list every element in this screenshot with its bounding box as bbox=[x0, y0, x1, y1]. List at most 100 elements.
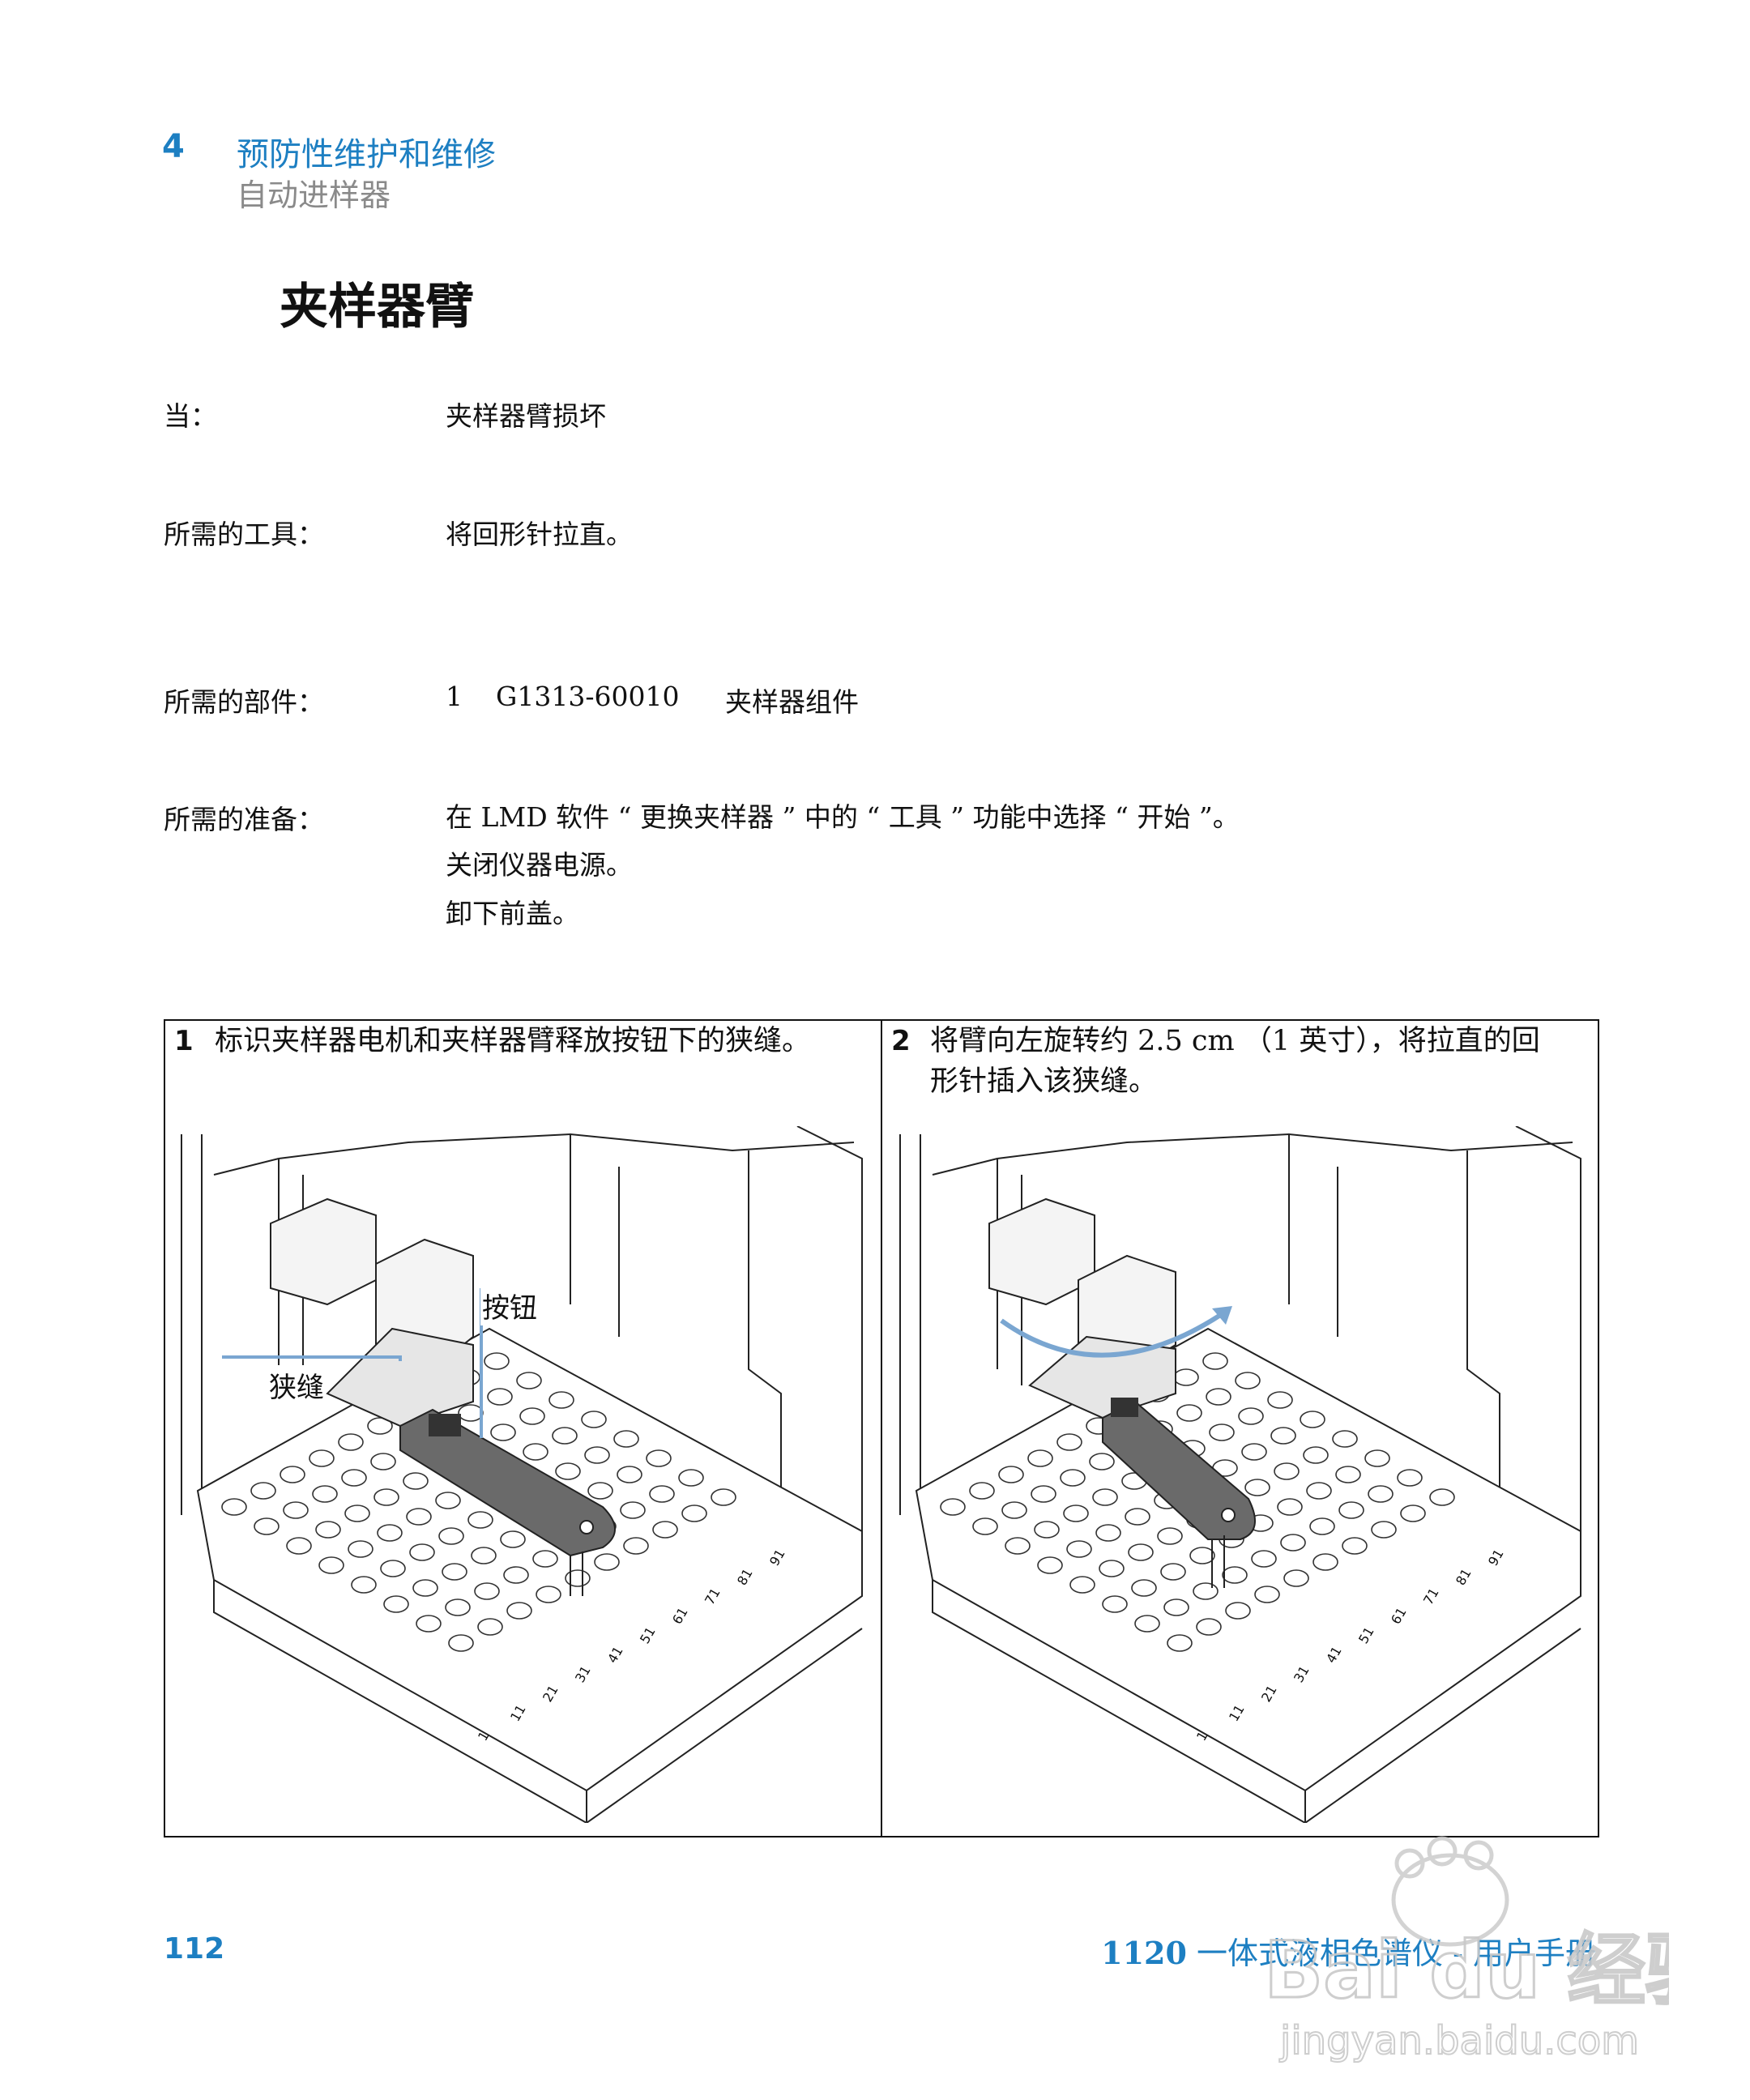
tray-well bbox=[1066, 1540, 1092, 1558]
tray-well bbox=[309, 1449, 335, 1467]
tray-well bbox=[1189, 1547, 1215, 1564]
tools-label: 所需的工具： bbox=[164, 519, 324, 550]
tray-well bbox=[536, 1586, 561, 1603]
tray-well bbox=[348, 1540, 373, 1558]
tray-well bbox=[1274, 1462, 1300, 1480]
tray-well bbox=[1095, 1524, 1121, 1542]
tools-value: 将回形针拉直。 bbox=[446, 519, 633, 550]
tray-well bbox=[380, 1560, 406, 1577]
tray-well bbox=[649, 1485, 675, 1503]
tray-well bbox=[1332, 1430, 1358, 1448]
tray-well bbox=[1312, 1553, 1338, 1571]
tray-well bbox=[467, 1511, 493, 1529]
tray-well bbox=[1193, 1582, 1219, 1600]
tray-well bbox=[1063, 1505, 1089, 1522]
step-1-text: 标识夹样器电机和夹样器臂释放按钮下的狭缝。 bbox=[215, 1025, 811, 1057]
chapter-number: 4 bbox=[162, 128, 185, 165]
tray-well bbox=[1400, 1505, 1426, 1522]
tray-well bbox=[506, 1602, 532, 1620]
tray-well bbox=[1303, 1446, 1329, 1464]
tray-well bbox=[1254, 1586, 1280, 1603]
tray-well bbox=[1280, 1534, 1306, 1552]
tray-well bbox=[490, 1423, 516, 1441]
tray-well bbox=[438, 1527, 464, 1545]
tray-well bbox=[445, 1598, 471, 1616]
tray-well bbox=[678, 1469, 704, 1487]
tray-well bbox=[474, 1582, 500, 1600]
tray-well bbox=[416, 1615, 442, 1633]
tray-well bbox=[409, 1543, 435, 1561]
tray-well bbox=[1222, 1566, 1248, 1584]
tray-well bbox=[565, 1569, 591, 1587]
tray-well bbox=[373, 1488, 399, 1506]
tray-well bbox=[412, 1579, 438, 1597]
tray-well bbox=[1235, 1372, 1261, 1389]
tray-well bbox=[458, 1404, 484, 1422]
prep-line-3: 卸下前盖。 bbox=[446, 898, 579, 929]
tray-well bbox=[1267, 1391, 1293, 1409]
callout-button: 按钮 bbox=[480, 1286, 539, 1325]
tray-well bbox=[503, 1566, 529, 1584]
tray-well bbox=[377, 1524, 403, 1542]
prep-line-2: 关闭仪器电源。 bbox=[446, 849, 633, 881]
tray-well bbox=[552, 1427, 578, 1445]
tray-well bbox=[969, 1482, 995, 1500]
tray-well bbox=[442, 1563, 467, 1581]
tray-well bbox=[1196, 1618, 1222, 1636]
tray-well bbox=[1102, 1595, 1128, 1613]
tray-well bbox=[1241, 1443, 1267, 1461]
tray-well bbox=[1429, 1488, 1455, 1506]
tray-well bbox=[1206, 1388, 1231, 1406]
tray-well bbox=[617, 1466, 642, 1483]
tray-well bbox=[1202, 1352, 1228, 1370]
tray-well bbox=[587, 1482, 613, 1500]
footer-product-name: 一体式液相色谱仪 - 用户手册 bbox=[1186, 1936, 1596, 1971]
when-label: 当： bbox=[164, 400, 217, 432]
tray-well bbox=[1060, 1469, 1086, 1487]
tray-well bbox=[250, 1482, 276, 1500]
tray-well bbox=[523, 1443, 548, 1461]
callout-slot: 狭缝 bbox=[267, 1365, 326, 1405]
tray-well bbox=[1160, 1563, 1186, 1581]
tray-well bbox=[1031, 1485, 1056, 1503]
tray-well bbox=[487, 1388, 513, 1406]
tray-well bbox=[594, 1553, 620, 1571]
tray-well bbox=[1001, 1501, 1027, 1519]
tray-well bbox=[448, 1634, 474, 1652]
tray-well bbox=[1069, 1576, 1095, 1594]
tray-well bbox=[383, 1595, 409, 1613]
prep-line-1: 在 LMD 软件 “ 更换夹样器 ” 中的 “ 工具 ” 功能中选择 “ 开始 … bbox=[446, 801, 1240, 833]
tray-well bbox=[1005, 1537, 1031, 1555]
when-value: 夹样器臂损坏 bbox=[446, 400, 606, 432]
tray-well bbox=[1089, 1453, 1115, 1470]
tray-well bbox=[940, 1498, 966, 1516]
tray-well bbox=[1157, 1527, 1183, 1545]
page-number: 112 bbox=[164, 1932, 225, 1966]
tray-well bbox=[532, 1550, 558, 1568]
tray-well bbox=[351, 1576, 377, 1594]
tray-well bbox=[555, 1462, 581, 1480]
parts-number: G1313-60010 bbox=[496, 681, 680, 712]
tray-well bbox=[1225, 1602, 1251, 1620]
svg-text:jingyan.baidu.com: jingyan.baidu.com bbox=[1279, 2018, 1639, 2064]
tray-well bbox=[283, 1501, 309, 1519]
tray-well bbox=[1099, 1560, 1125, 1577]
tray-well bbox=[318, 1556, 344, 1574]
tray-well bbox=[477, 1618, 503, 1636]
tray-well bbox=[1209, 1423, 1235, 1441]
page-title: 夹样器臂 bbox=[280, 279, 474, 335]
tray-well bbox=[1134, 1615, 1160, 1633]
tray-well bbox=[1342, 1537, 1368, 1555]
tray-well bbox=[367, 1417, 393, 1435]
tray-well bbox=[280, 1466, 305, 1483]
tray-well bbox=[1397, 1469, 1423, 1487]
tray-well bbox=[1131, 1579, 1157, 1597]
tray-well bbox=[711, 1488, 736, 1506]
tray-well bbox=[652, 1521, 678, 1539]
tray-well bbox=[315, 1521, 341, 1539]
tray-well bbox=[1368, 1485, 1394, 1503]
step-1-number: 1 bbox=[174, 1025, 194, 1057]
tray-well bbox=[1176, 1404, 1202, 1422]
